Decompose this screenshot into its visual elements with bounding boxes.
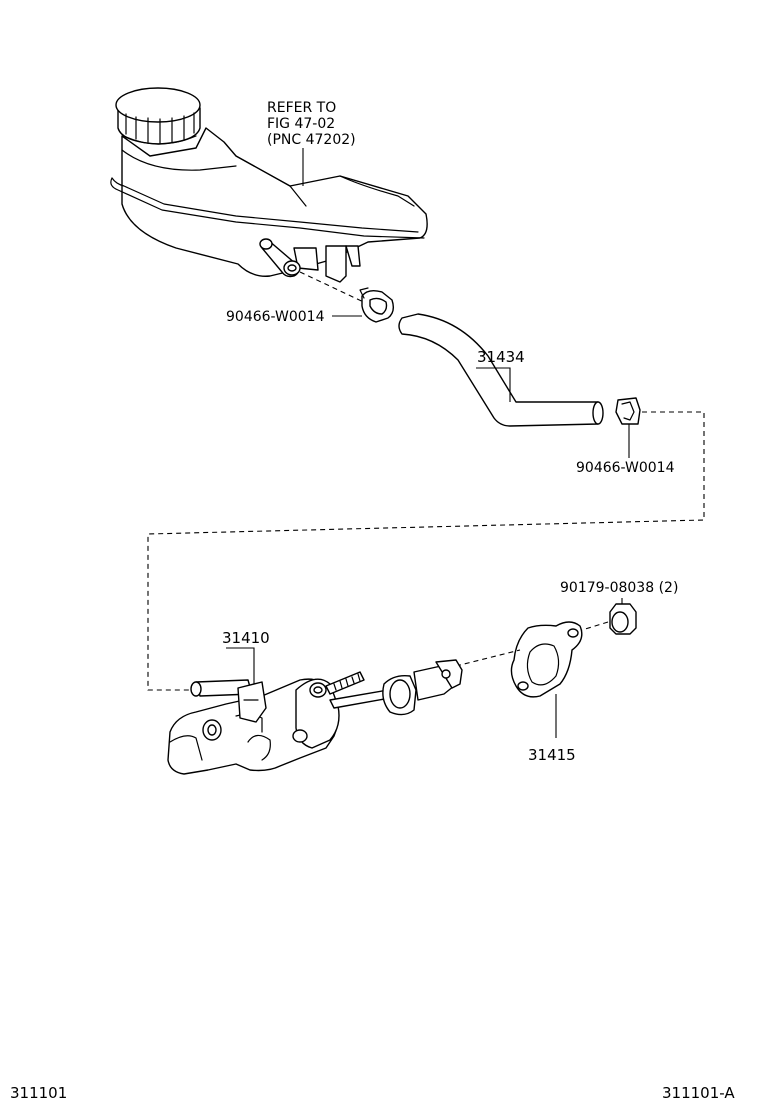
nut [609, 603, 637, 635]
gasket-part-number: 31415 [528, 746, 576, 764]
refer-note: REFER TO FIG 47-02 (PNC 47202) [267, 100, 356, 148]
gasket [510, 621, 583, 698]
footer-left-code: 311101 [10, 1084, 67, 1102]
nut-to-gasket-dashed-line [581, 621, 609, 631]
nut-part-number: 90179-08038 (2) [560, 580, 678, 596]
clip-lower-part-number: 90466-W0014 [576, 460, 675, 476]
refer-note-line1: REFER TO [267, 100, 336, 116]
hose-clip-upper [359, 287, 395, 323]
footer-right-code: 311101-A [662, 1084, 735, 1102]
hose-clip-lower [615, 397, 641, 425]
hose-leader-line [476, 367, 511, 402]
reservoir-to-clip-dashed-line [299, 271, 373, 307]
master-cylinder [167, 659, 463, 775]
hose-part-number: 31434 [477, 348, 525, 366]
refer-note-line3: (PNC 47202) [267, 132, 356, 148]
reservoir-cap [115, 87, 201, 145]
clip-upper-part-number: 90466-W0014 [226, 309, 325, 325]
reservoir-tank [110, 87, 428, 283]
cylinder-to-gasket-dashed-line [455, 649, 521, 667]
master-cylinder-leader-line [226, 647, 255, 684]
refer-note-line2: FIG 47-02 [267, 116, 335, 132]
master-cylinder-part-number: 31410 [222, 629, 270, 647]
hose [398, 313, 604, 427]
